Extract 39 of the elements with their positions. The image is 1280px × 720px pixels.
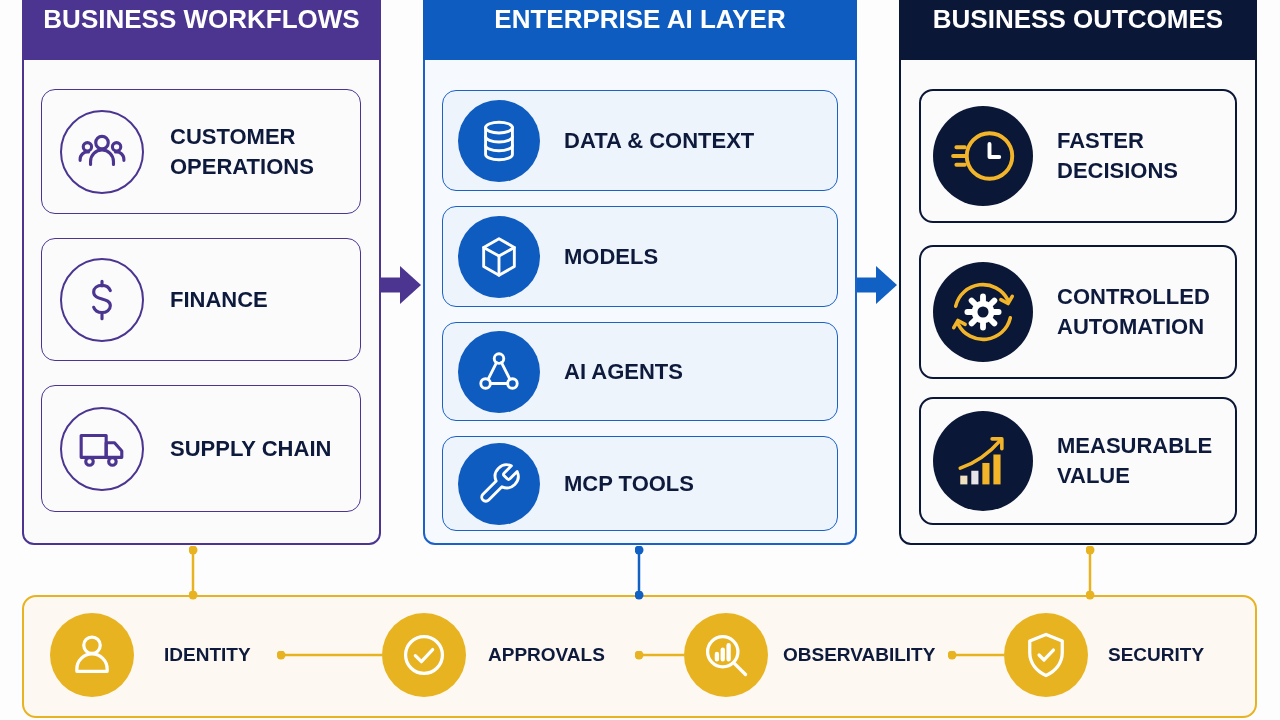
card-label: MEASURABLE VALUE: [1057, 432, 1214, 490]
panel-header: BUSINESS OUTCOMES: [899, 0, 1257, 60]
panel-header: BUSINESS WORKFLOWS: [22, 0, 381, 60]
panel-header: ENTERPRISE AI LAYER: [423, 0, 857, 60]
card-label: FINANCE: [170, 285, 268, 314]
column-panel: [22, 0, 381, 545]
column-panel: [899, 0, 1257, 545]
item-card: [919, 89, 1237, 223]
card-label: MODELS: [564, 242, 659, 271]
card-label: AI AGENTS: [564, 357, 683, 386]
item-card: [442, 322, 838, 421]
connector-line: [276, 650, 382, 660]
connector-line: [634, 650, 684, 660]
item-card: [41, 238, 361, 361]
item-card: [919, 245, 1237, 379]
governance-bar: [22, 595, 1257, 718]
connector-line: [188, 545, 198, 600]
item-label: SECURITY: [1108, 643, 1205, 667]
arrow: [857, 266, 897, 304]
card-label: CONTROLLED AUTOMATION: [1057, 283, 1211, 341]
item-card: [41, 385, 361, 512]
item-label: OBSERVABILITY: [783, 643, 936, 667]
item-card: [442, 436, 838, 531]
connector-line: [1085, 545, 1095, 600]
connector-line: [634, 545, 644, 600]
card-label: MCP TOOLS: [564, 469, 694, 498]
card-label: DATA & CONTEXT: [564, 126, 755, 155]
connector-line: [947, 650, 1004, 660]
item-label: IDENTITY: [164, 643, 251, 667]
arrow: [381, 266, 421, 304]
item-card: [919, 397, 1237, 525]
item-card: [41, 89, 361, 214]
card-label: CUSTOMER OPERATIONS: [170, 122, 315, 181]
item-card: [442, 206, 838, 307]
column-panel: [423, 0, 857, 545]
card-label: SUPPLY CHAIN: [170, 434, 332, 463]
item-card: [442, 90, 838, 191]
item-label: APPROVALS: [488, 643, 605, 667]
card-label: FASTER DECISIONS: [1057, 127, 1180, 185]
